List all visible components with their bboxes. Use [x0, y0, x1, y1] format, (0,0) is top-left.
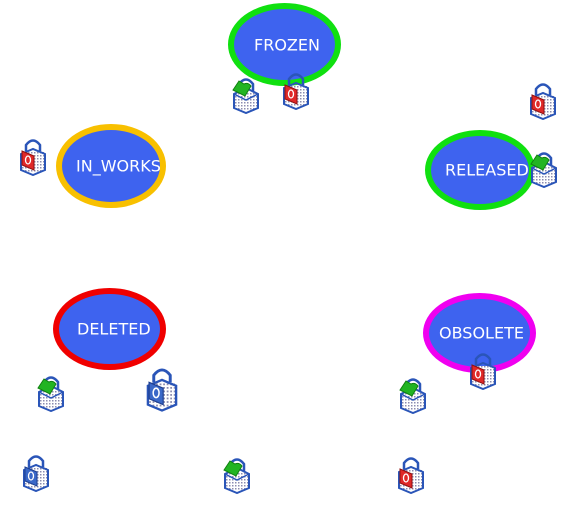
state-in-works-label: IN_WORKS [76, 156, 161, 176]
state-deleted[interactable]: DELETED [53, 288, 166, 370]
state-in-works[interactable]: IN_WORKS [56, 124, 166, 208]
state-released[interactable]: RELEASED [425, 130, 535, 210]
state-deleted-label: DELETED [77, 319, 151, 339]
blue-padlock-icon[interactable] [142, 362, 182, 412]
state-released-label: RELEASED [445, 160, 529, 180]
green-padlock-icon[interactable] [220, 452, 254, 494]
state-obsolete-label: OBSOLETE [439, 323, 524, 343]
red-padlock-icon[interactable] [279, 68, 313, 110]
state-frozen[interactable]: FROZEN [228, 3, 341, 86]
red-padlock-icon[interactable] [466, 348, 500, 390]
green-padlock-icon[interactable] [527, 146, 561, 188]
green-padlock-icon[interactable] [34, 370, 68, 412]
red-padlock-icon[interactable] [526, 78, 560, 120]
blue-padlock-icon[interactable] [19, 450, 53, 492]
red-padlock-icon[interactable] [394, 452, 428, 494]
red-padlock-icon[interactable] [16, 134, 50, 176]
green-padlock-icon[interactable] [229, 72, 263, 114]
green-padlock-icon[interactable] [396, 372, 430, 414]
state-frozen-label: FROZEN [254, 35, 320, 54]
